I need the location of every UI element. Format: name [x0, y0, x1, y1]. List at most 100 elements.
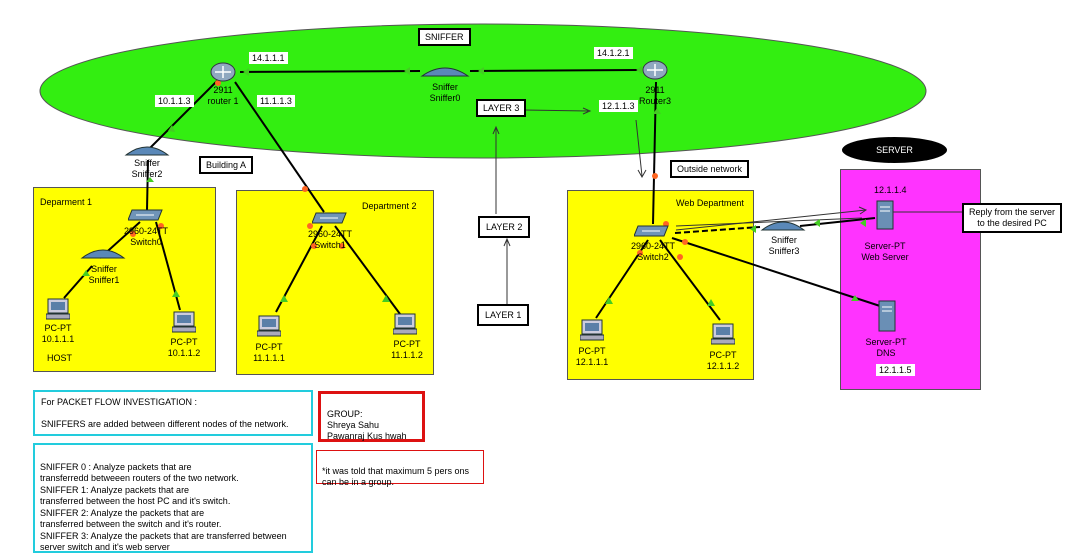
packet-flow-note: For PACKET FLOW INVESTIGATION : SNIFFERS… [33, 390, 313, 436]
outside-network-tag: Outside network [670, 160, 750, 178]
arrow-layer3-r3 [523, 109, 589, 112]
pc-icon [392, 313, 418, 335]
ip-r1-right: 11.1.1.3 [257, 95, 295, 107]
switch-0[interactable] [127, 208, 164, 224]
host-label: HOST [47, 353, 73, 363]
sniffer-tag: SNIFFER [418, 28, 471, 46]
group-note: GROUP: Shreya Sahu Pawanraj Kus hwah [318, 391, 425, 442]
layer2-tag: LAYER 2 [478, 216, 531, 238]
sniffer-descriptions-note: SNIFFER 0 : Analyze packets that are tra… [33, 443, 313, 553]
max-members-note: *it was told that maximum 5 pers ons can… [316, 450, 484, 487]
pc-10-1[interactable] [45, 298, 71, 322]
department-1-label: Deparment 1 [40, 197, 93, 207]
pc-icon [579, 319, 605, 341]
switch-icon [633, 225, 669, 237]
pc-12-2[interactable] [710, 323, 736, 347]
server-icon [876, 200, 894, 230]
web-department-area: Web Department [567, 190, 754, 380]
cable-r1-sniffer0 [239, 70, 421, 73]
switch-2[interactable] [633, 224, 670, 240]
building-a-tag: Building A [199, 156, 254, 174]
layer3-tag: LAYER 3 [476, 99, 527, 117]
server-tag: SERVER [842, 137, 947, 163]
cable-r3-sw2 [652, 81, 657, 225]
sniffer-icon [124, 146, 170, 156]
pc-icon [256, 315, 282, 337]
router-icon [642, 60, 668, 80]
cable-sw2-dns [671, 237, 881, 307]
layer1-tag: LAYER 1 [477, 304, 530, 326]
pc-10-2[interactable] [171, 311, 197, 335]
sniffer-icon [760, 221, 806, 231]
ip-r3-left: 12.1.1.3 [599, 100, 638, 112]
switch-icon [127, 209, 163, 221]
cable-sniffer2-sw0 [146, 159, 149, 211]
pc-12-1[interactable] [579, 319, 605, 343]
cable-sniffer1-pc [63, 265, 93, 299]
group-text: GROUP: Shreya Sahu Pawanraj Kus hwah [327, 409, 407, 441]
pc-icon [710, 323, 736, 345]
cable-sniffer3-web [799, 217, 876, 227]
switch-icon [311, 212, 347, 224]
sniffer-1[interactable] [80, 246, 126, 262]
web-department-label: Web Department [676, 198, 744, 208]
cable-sniffer0-r3 [469, 69, 643, 72]
arrow-outside-from-router [635, 119, 643, 177]
sniffer-2[interactable] [124, 143, 170, 159]
packet-flow-body: SNIFFERS are added between different nod… [41, 419, 289, 429]
web-server[interactable] [876, 200, 894, 232]
pc-icon [171, 311, 197, 333]
sniffer-3[interactable] [760, 218, 806, 234]
sniffer-0[interactable] [420, 64, 470, 80]
server-tag-label: SERVER [876, 145, 913, 155]
pc-11-2[interactable] [392, 313, 418, 337]
sniffer-icon [80, 249, 126, 259]
arrow-sw2-web-2 [675, 217, 863, 227]
server-icon [878, 300, 896, 332]
router-icon [210, 62, 236, 82]
router-3[interactable] [642, 60, 668, 82]
cable-sw1-pc2 [334, 225, 401, 315]
sniffer-descriptions-text: SNIFFER 0 : Analyze packets that are tra… [40, 461, 287, 553]
packet-flow-title: For PACKET FLOW INVESTIGATION : [41, 397, 198, 407]
dns-server[interactable] [878, 300, 896, 334]
sniffer-icon [420, 67, 470, 77]
ip-r1-top: 14.1.1.1 [249, 52, 288, 64]
cable-r1-sw1 [234, 81, 325, 213]
pc-11-1[interactable] [256, 315, 282, 339]
ip-server-dns: 12.1.1.5 [876, 364, 915, 376]
department-1-area: Deparment 1 HOST [33, 187, 216, 372]
ip-r3-top: 14.1.2.1 [594, 47, 633, 59]
cable-sw2-sniffer3 [674, 226, 761, 234]
ip-r1-left: 10.1.1.3 [155, 95, 194, 107]
reply-tag: Reply from the server to the desired PC [962, 203, 1063, 233]
cable-sw2-pc2 [659, 239, 721, 321]
server-area [840, 169, 981, 390]
pc-icon [45, 298, 71, 320]
ip-server-web: 12.1.1.4 [874, 185, 907, 195]
cable-r1-sniffer2 [149, 79, 219, 149]
router-1[interactable] [210, 62, 236, 84]
max-members-text: *it was told that maximum 5 pers ons can… [322, 466, 470, 487]
arrow-sw2-web-1 [675, 209, 867, 231]
switch-1[interactable] [311, 211, 348, 227]
department-2-label: Department 2 [362, 201, 417, 211]
